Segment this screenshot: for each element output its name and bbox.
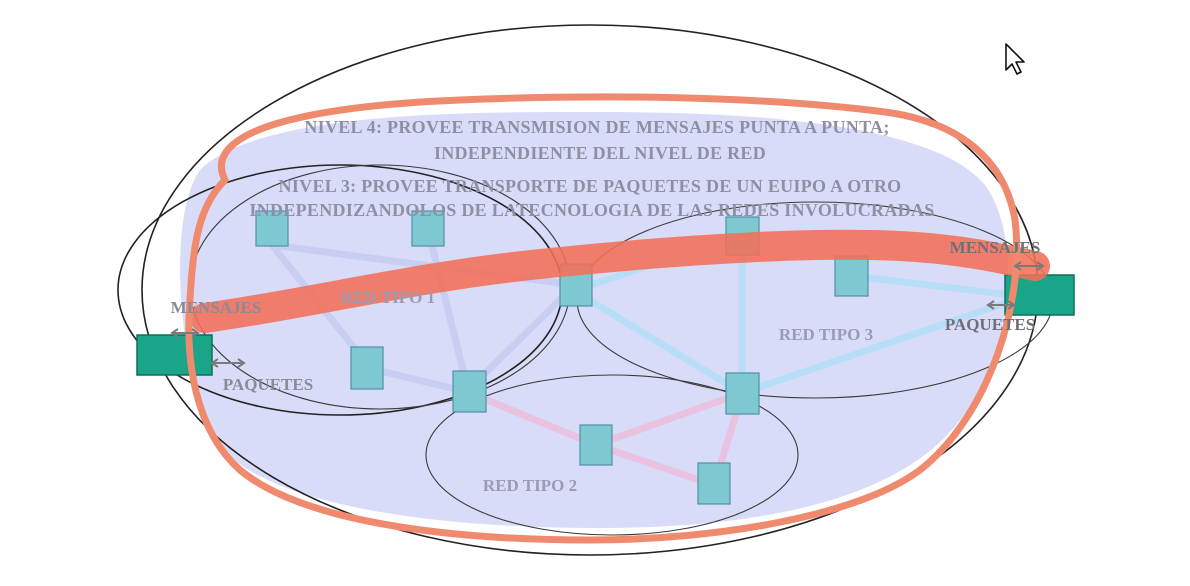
right-packets-label: PAQUETES bbox=[945, 315, 1035, 334]
network-type2-boundary bbox=[425, 374, 799, 536]
left-packets-label: PAQUETES bbox=[223, 375, 313, 394]
right-messages-label: MENSAJES bbox=[950, 238, 1041, 257]
router-node bbox=[697, 462, 731, 505]
router-node bbox=[255, 210, 289, 247]
right-packets-arrow bbox=[986, 300, 1016, 310]
message-transport-band bbox=[190, 229, 1050, 333]
level4-text-line2: INDEPENDIENTE DEL NIVEL DE RED bbox=[434, 143, 766, 163]
mouse-pointer-icon bbox=[1005, 43, 1025, 75]
left-messages-label: MENSAJES bbox=[171, 298, 262, 317]
left-messages-arrow bbox=[170, 328, 200, 338]
router-node bbox=[834, 255, 869, 297]
level4-text-line1: NIVEL 4: PROVEE TRANSMISION DE MENSAJES … bbox=[304, 117, 889, 137]
network-type1-label: RED TIPO 1 bbox=[341, 288, 435, 307]
left-packets-arrow bbox=[210, 358, 246, 368]
router-node bbox=[725, 372, 760, 415]
right-messages-arrow bbox=[1013, 261, 1045, 271]
level3-text-line2: INDEPENDIZANDOLOS DE LATECNOLOGIA DE LAS… bbox=[249, 200, 934, 220]
left-end-host bbox=[136, 334, 213, 376]
network-type2-label: RED TIPO 2 bbox=[483, 476, 577, 495]
level3-text-line1: NIVEL 3: PROVEE TRANSPORTE DE PAQUETES D… bbox=[279, 176, 902, 196]
router-node bbox=[350, 346, 384, 390]
network-level-region bbox=[180, 111, 1008, 528]
transport-layer-highlight bbox=[185, 93, 1021, 544]
router-node bbox=[579, 424, 613, 466]
router-node bbox=[452, 370, 487, 413]
router-node bbox=[411, 210, 445, 247]
network-type3-label: RED TIPO 3 bbox=[779, 325, 873, 344]
